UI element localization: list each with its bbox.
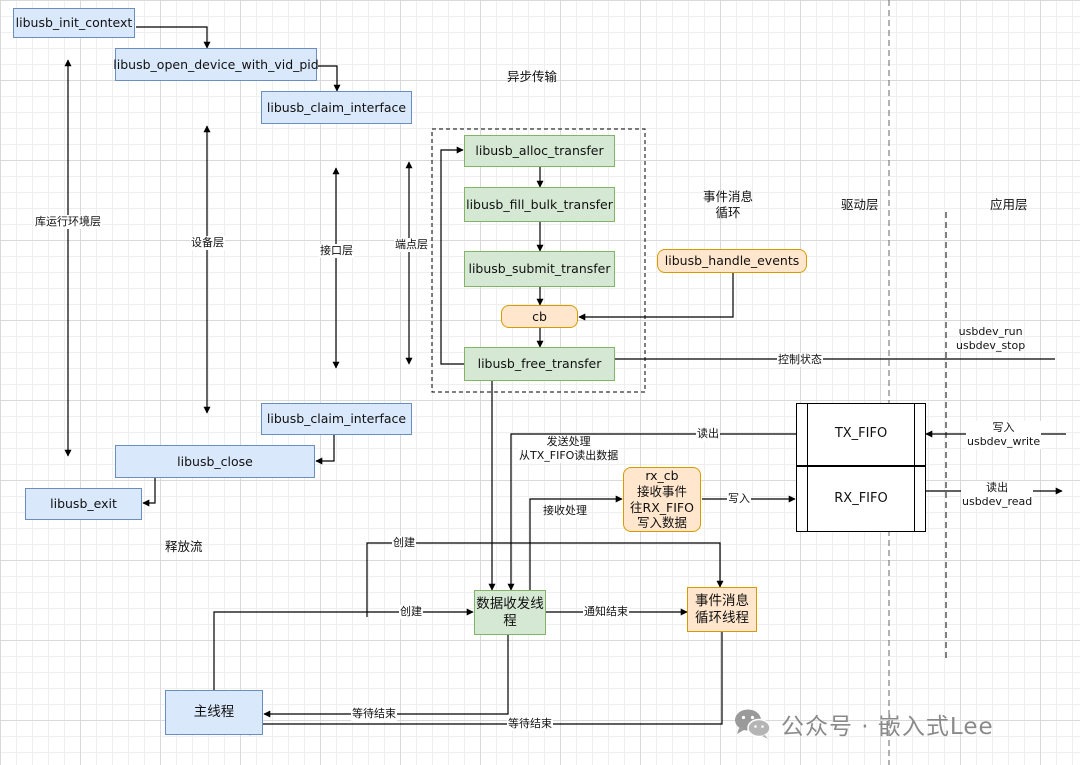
alloc-transfer-box: libusb_alloc_transfer [464, 135, 615, 167]
arrow-wait-end-data [263, 635, 509, 718]
arrow-main-create-event-thread [366, 542, 724, 617]
data-thread-box: 数据收发线 程 [474, 590, 546, 635]
arrow-close-to-exit [142, 478, 156, 507]
event-loop-title: 事件消息 循环 [703, 189, 754, 220]
watermark-text: 公众号 · 嵌入式Lee [781, 714, 994, 740]
rx-cb-box: rx_cb 接收事件 往RX_FIFO 写入数据 [623, 467, 701, 532]
lib-env-layer-label: 库运行环境层 [34, 215, 102, 229]
claim-interface-top-box: libusb_claim_interface [261, 91, 412, 124]
arrow-recv-process [529, 495, 623, 590]
device-layer-label: 设备层 [190, 236, 225, 250]
event-thread-box: 事件消息 循环线程 [687, 587, 757, 632]
open-device-box: libusb_open_device_with_vid_pid [113, 48, 319, 81]
recv-process-label: 接收处理 [542, 504, 588, 518]
arrow-open-to-claim [318, 65, 341, 92]
arrow-claim-to-close [315, 435, 335, 465]
async-transfer-group [431, 128, 646, 393]
wait-end-event-label: 等待结束 [507, 717, 553, 731]
endpoint-layer-label: 端点层 [394, 238, 429, 252]
arrow-init-to-open [136, 26, 211, 49]
driver-layer-title: 驱动层 [841, 197, 879, 212]
usbdev-run-stop-label: usbdev_run usbdev_stop [956, 325, 1026, 352]
app-layer-title: 应用层 [990, 197, 1028, 212]
release-flow-title: 释放流 [165, 539, 203, 554]
notify-end-label: 通知结束 [583, 605, 629, 619]
cb-box: cb [501, 305, 578, 328]
arrow-handle-events-to-cb [578, 273, 734, 321]
watermark: 公众号 · 嵌入式Lee [733, 704, 994, 744]
usbdev-write-label: 写入 usbdev_write [966, 421, 1042, 449]
usbdev-read-label: 读出 usbdev_read [961, 481, 1034, 509]
free-transfer-box: libusb_free_transfer [464, 347, 615, 381]
wechat-icon [735, 709, 771, 739]
send-process-label: 发送处理 从TX_FIFO读出数据 [518, 435, 620, 463]
handle-events-box: libusb_handle_events [657, 249, 807, 273]
arrow-free-to-alloc [440, 146, 464, 365]
rx-fifo-box: RX_FIFO [796, 466, 926, 532]
tx-fifo-box: TX_FIFO [796, 403, 926, 466]
interface-layer-label: 接口层 [319, 244, 354, 258]
control-state-label: 控制状态 [777, 353, 823, 367]
close-box: libusb_close [115, 445, 315, 478]
init-context-box: libusb_init_context [13, 8, 135, 38]
rx-write-in-label: 写入 [727, 492, 751, 506]
tx-read-out-label: 读出 [696, 427, 720, 441]
claim-interface-bottom-box: libusb_claim_interface [261, 403, 412, 435]
create-event-thread-label: 创建 [392, 536, 416, 550]
fill-bulk-transfer-box: libusb_fill_bulk_transfer [464, 187, 615, 222]
arrow-wait-end-event [246, 632, 723, 736]
create-data-thread-label: 创建 [399, 605, 423, 619]
exit-box: libusb_exit [25, 488, 142, 520]
main-thread-box: 主线程 [165, 690, 263, 735]
submit-transfer-box: libusb_submit_transfer [464, 251, 615, 287]
arrow-control-state [488, 358, 1055, 591]
arrow-main-create-data-thread [213, 608, 474, 690]
wait-end-data-label: 等待结束 [351, 707, 397, 721]
async-transfer-title: 异步传输 [507, 69, 558, 84]
